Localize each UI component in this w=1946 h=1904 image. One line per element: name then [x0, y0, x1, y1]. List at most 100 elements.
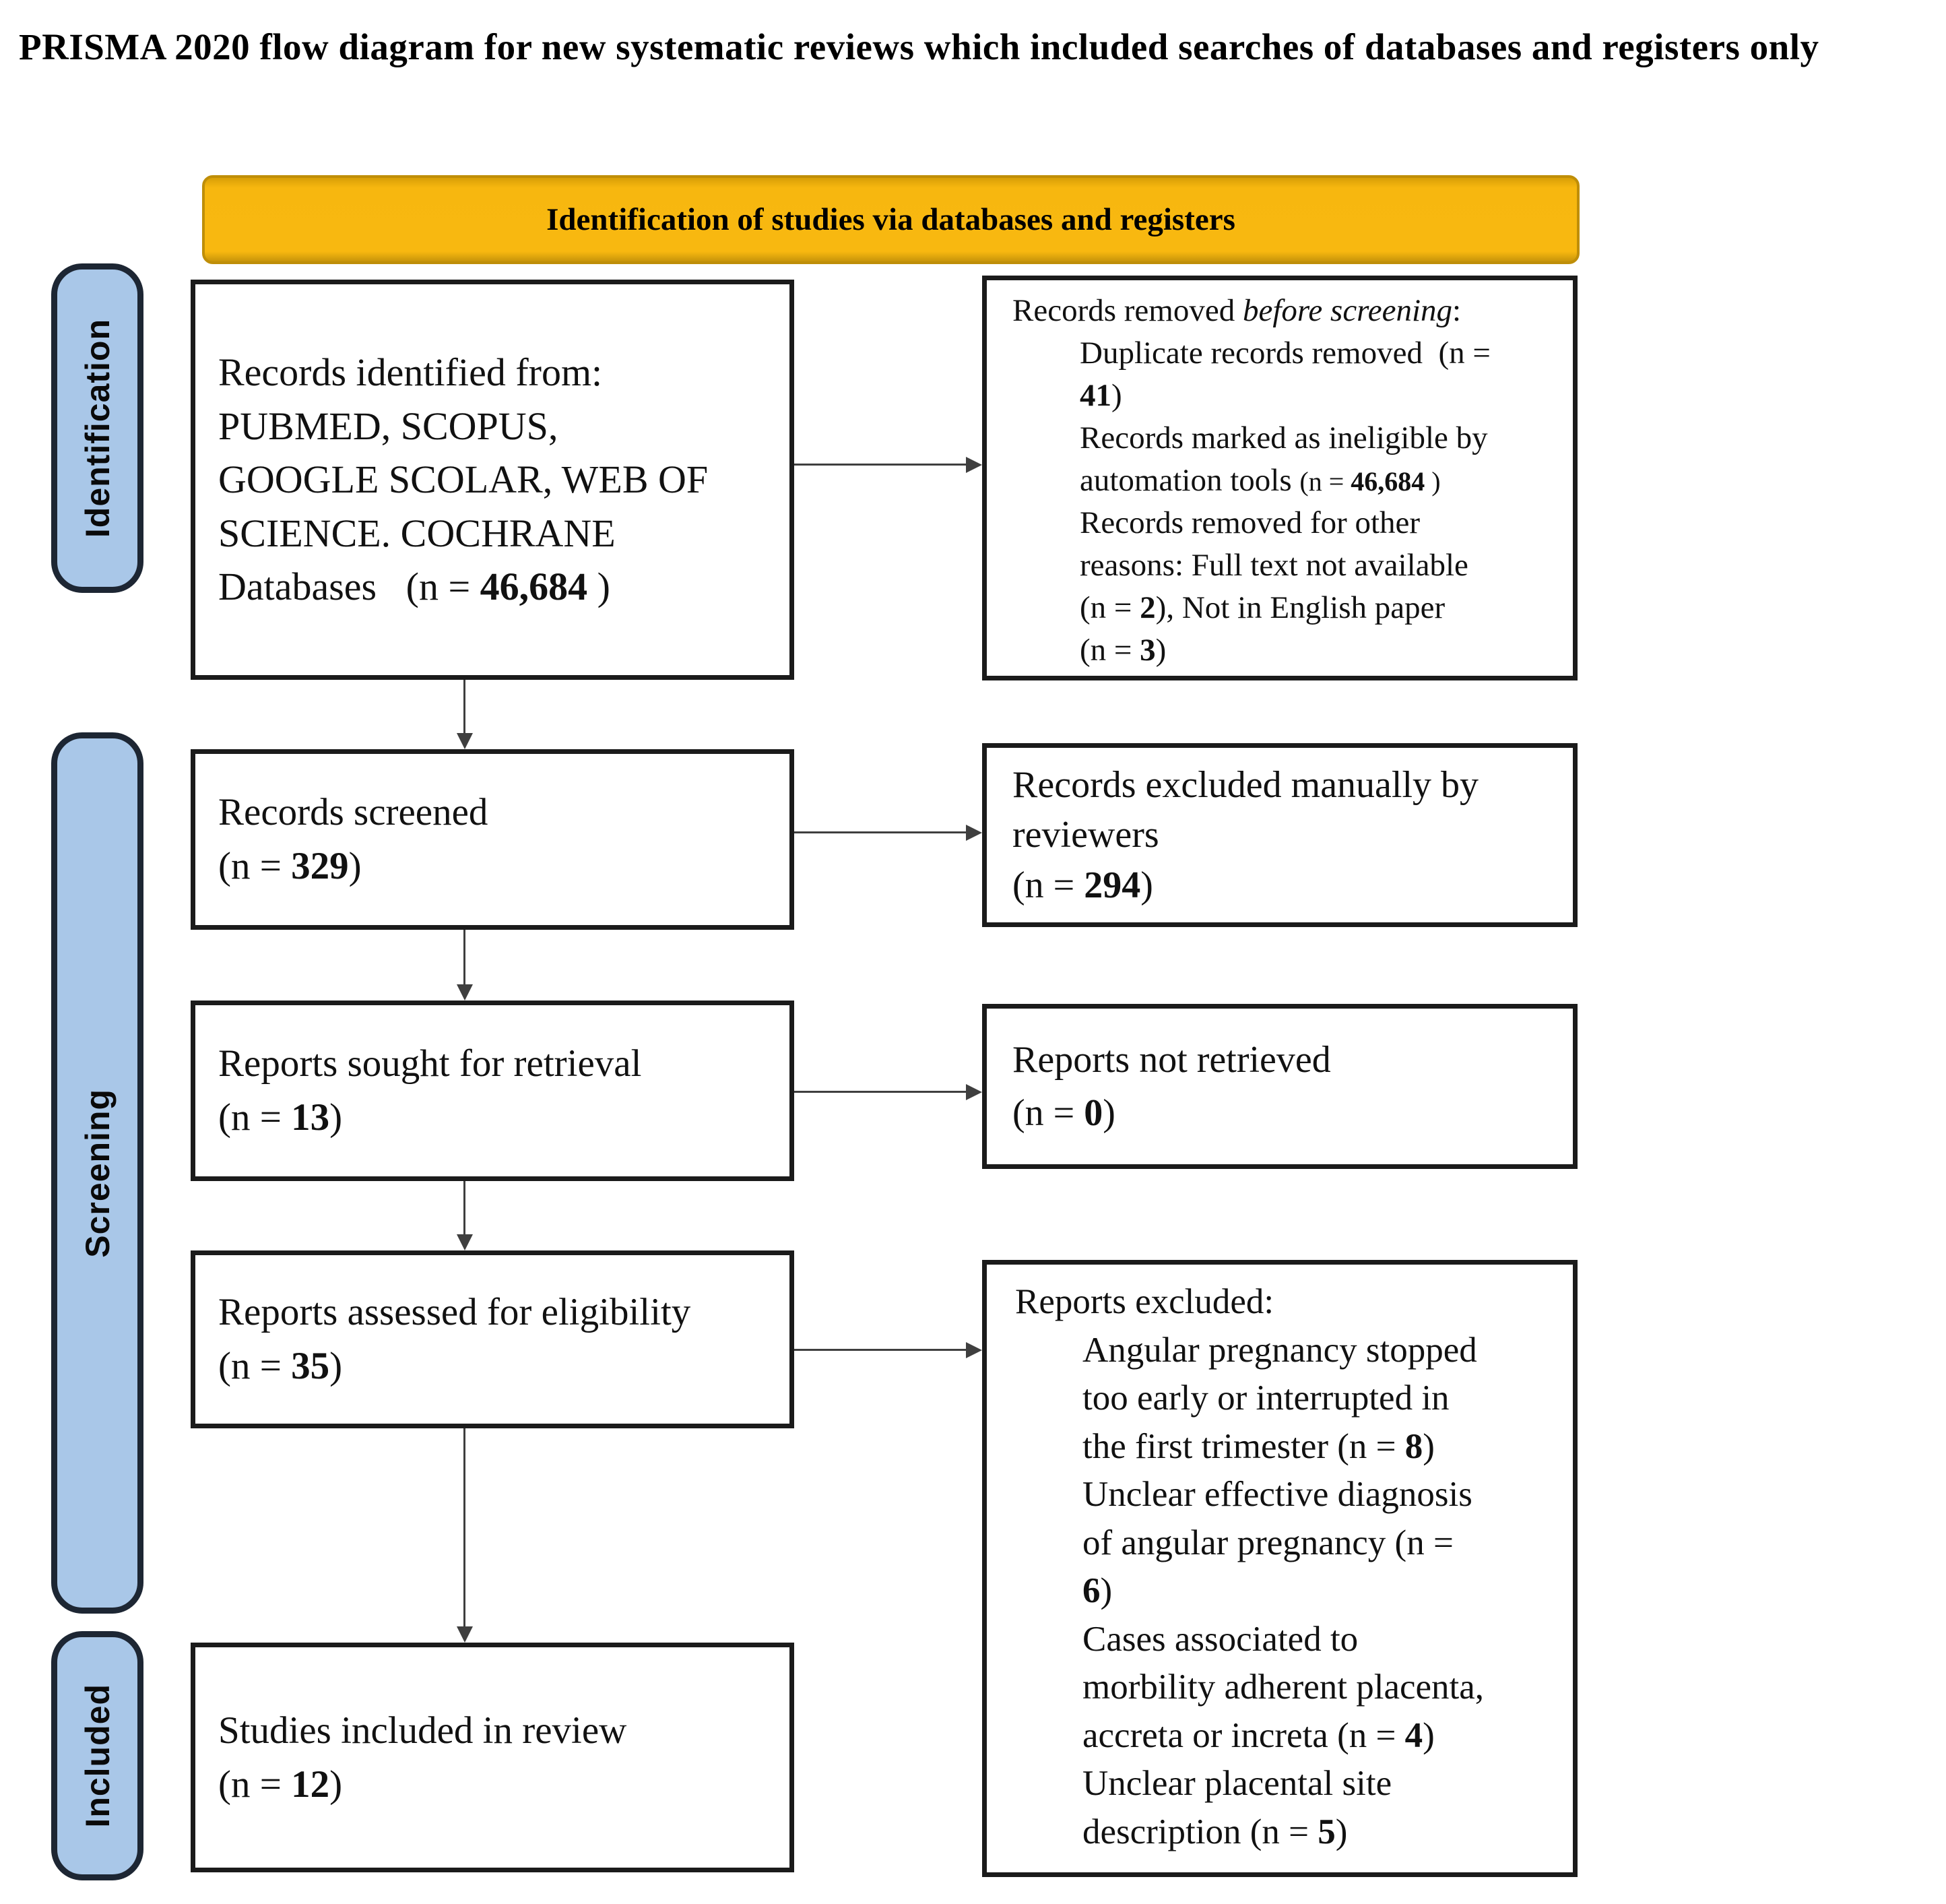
text-run: )	[1103, 1091, 1115, 1134]
stage-bar-identification: Identification	[51, 263, 143, 593]
text-run: )	[1425, 466, 1441, 497]
box-line: Records removed before screening:	[1012, 290, 1567, 332]
text-run: (n =	[1299, 466, 1351, 497]
text-run: Records identified from:	[218, 350, 603, 395]
box-line: accreta or increta (n = 4)	[1015, 1712, 1567, 1760]
text-run: )	[1423, 1715, 1435, 1755]
box-records-screened: Records screened (n = 329)	[191, 749, 794, 930]
box-line: (n = 35)	[218, 1339, 789, 1393]
box-records-identified: Records identified from: PUBMED, SCOPUS,…	[191, 280, 794, 680]
stage-label-included: Included	[78, 1684, 117, 1828]
box-line: (n = 329)	[218, 839, 789, 893]
text-run: Reports sought for retrieval	[218, 1042, 642, 1085]
box-line: of angular pregnancy (n =	[1015, 1519, 1567, 1568]
arrow-screened-to-excluded-line	[794, 831, 966, 833]
text-run: Records excluded manually by	[1012, 763, 1479, 806]
box-line: Records marked as ineligible by	[1012, 417, 1567, 459]
text-run: description (n =	[1082, 1812, 1318, 1852]
arrow-identified-to-screened-line	[463, 680, 465, 733]
box-reports-assessed: Reports assessed for eligibility (n = 35…	[191, 1250, 794, 1428]
text-run: PUBMED, SCOPUS,	[218, 404, 558, 448]
arrow-assessed-to-included-line	[463, 1428, 465, 1626]
box-line: (n = 12)	[218, 1758, 789, 1812]
arrow-identified-to-screened-head	[457, 733, 473, 749]
box-line: Reports excluded:	[1015, 1278, 1567, 1327]
n-value: 0	[1084, 1091, 1103, 1134]
text-run: reviewers	[1012, 814, 1159, 856]
box-line: Reports sought for retrieval	[218, 1037, 789, 1091]
stage-label-identification: Identification	[78, 318, 117, 538]
n-value: 46,684	[480, 565, 588, 609]
text-run: SCIENCE. COCHRANE	[218, 511, 616, 555]
text-run: :	[1452, 293, 1462, 328]
box-line: (n = 294)	[1012, 860, 1573, 910]
text-run-italic: before screening	[1242, 293, 1453, 328]
arrow-screened-to-sought-line	[463, 930, 465, 984]
n-value: 12	[291, 1763, 330, 1806]
text-run: Records removed	[1012, 293, 1243, 328]
text-run: Databases	[218, 565, 377, 609]
text-run: Records marked as ineligible by	[1080, 420, 1488, 455]
text-run: Records screened	[218, 791, 488, 834]
arrow-screened-to-sought-head	[457, 984, 473, 1001]
box-line: GOOGLE SCOLAR, WEB OF	[218, 453, 789, 506]
text-run: Studies included in review	[218, 1709, 627, 1752]
text-run: )	[329, 1345, 343, 1387]
box-line: the first trimester (n = 8)	[1015, 1423, 1567, 1471]
box-line: Angular pregnancy stopped	[1015, 1327, 1567, 1375]
box-line: (n = 0)	[1012, 1087, 1573, 1139]
arrow-identified-to-removed-head	[966, 457, 982, 473]
arrow-sought-to-not-retrieved-line	[794, 1091, 966, 1093]
box-line: Unclear effective diagnosis	[1015, 1471, 1567, 1519]
box-studies-included: Studies included in review (n = 12)	[191, 1643, 794, 1872]
n-value: 46,684	[1351, 466, 1425, 497]
text-run: the first trimester (n =	[1082, 1426, 1405, 1466]
text-run: Reports not retrieved	[1012, 1039, 1331, 1081]
box-line: Records screened	[218, 786, 789, 839]
box-line: Studies included in review	[218, 1704, 789, 1758]
text-run: (n =	[377, 565, 480, 609]
n-value: 3	[1140, 632, 1156, 668]
text-run: Cases associated to	[1082, 1619, 1359, 1659]
text-run: Records removed for other	[1080, 505, 1421, 540]
box-line: PUBMED, SCOPUS,	[218, 400, 789, 453]
banner-identification-of-studies: Identification of studies via databases …	[202, 175, 1580, 264]
text-run: )	[329, 1096, 343, 1139]
n-value: 2	[1140, 590, 1156, 625]
arrow-identified-to-removed-line	[794, 464, 966, 466]
box-line: Duplicate records removed (n =	[1012, 332, 1567, 375]
box-line: morbility adherent placenta,	[1015, 1663, 1567, 1712]
text-run: )	[1155, 632, 1167, 668]
arrow-sought-to-not-retrieved-head	[966, 1084, 982, 1100]
box-line: 6)	[1015, 1567, 1567, 1616]
n-value: 35	[291, 1345, 330, 1387]
text-run: (n =	[218, 1096, 292, 1139]
box-line: 41)	[1012, 375, 1567, 417]
arrow-sought-to-assessed-head	[457, 1234, 473, 1250]
box-records-removed-before-screening: Records removed before screening: Duplic…	[982, 276, 1578, 680]
n-value: 294	[1084, 864, 1141, 906]
n-value: 8	[1404, 1426, 1423, 1466]
n-value: 4	[1404, 1715, 1423, 1755]
text-run: )	[1140, 864, 1153, 906]
box-line: reviewers	[1012, 810, 1573, 860]
text-run: (n =	[1012, 1091, 1084, 1134]
text-run: (n =	[1080, 590, 1140, 625]
text-run: accreta or increta (n =	[1082, 1715, 1405, 1755]
box-line: Cases associated to	[1015, 1616, 1567, 1664]
box-line: Reports not retrieved	[1012, 1034, 1573, 1086]
box-line: reasons: Full text not available	[1012, 544, 1567, 587]
text-run: ), Not in English paper	[1155, 590, 1446, 625]
n-value: 6	[1082, 1571, 1101, 1611]
n-value: 329	[291, 845, 349, 887]
box-reports-not-retrieved: Reports not retrieved (n = 0)	[982, 1004, 1578, 1169]
box-line: (n = 13)	[218, 1091, 789, 1145]
arrow-sought-to-assessed-line	[463, 1181, 465, 1234]
text-run: )	[348, 845, 362, 887]
text-run: )	[1100, 1571, 1113, 1611]
diagram-title: PRISMA 2020 flow diagram for new systema…	[19, 26, 1819, 67]
text-run: Reports assessed for eligibility	[218, 1291, 691, 1334]
box-line: Records excluded manually by	[1012, 760, 1573, 810]
arrow-assessed-to-included-head	[457, 1626, 473, 1643]
box-line: automation tools (n = 46,684 )	[1012, 459, 1567, 502]
